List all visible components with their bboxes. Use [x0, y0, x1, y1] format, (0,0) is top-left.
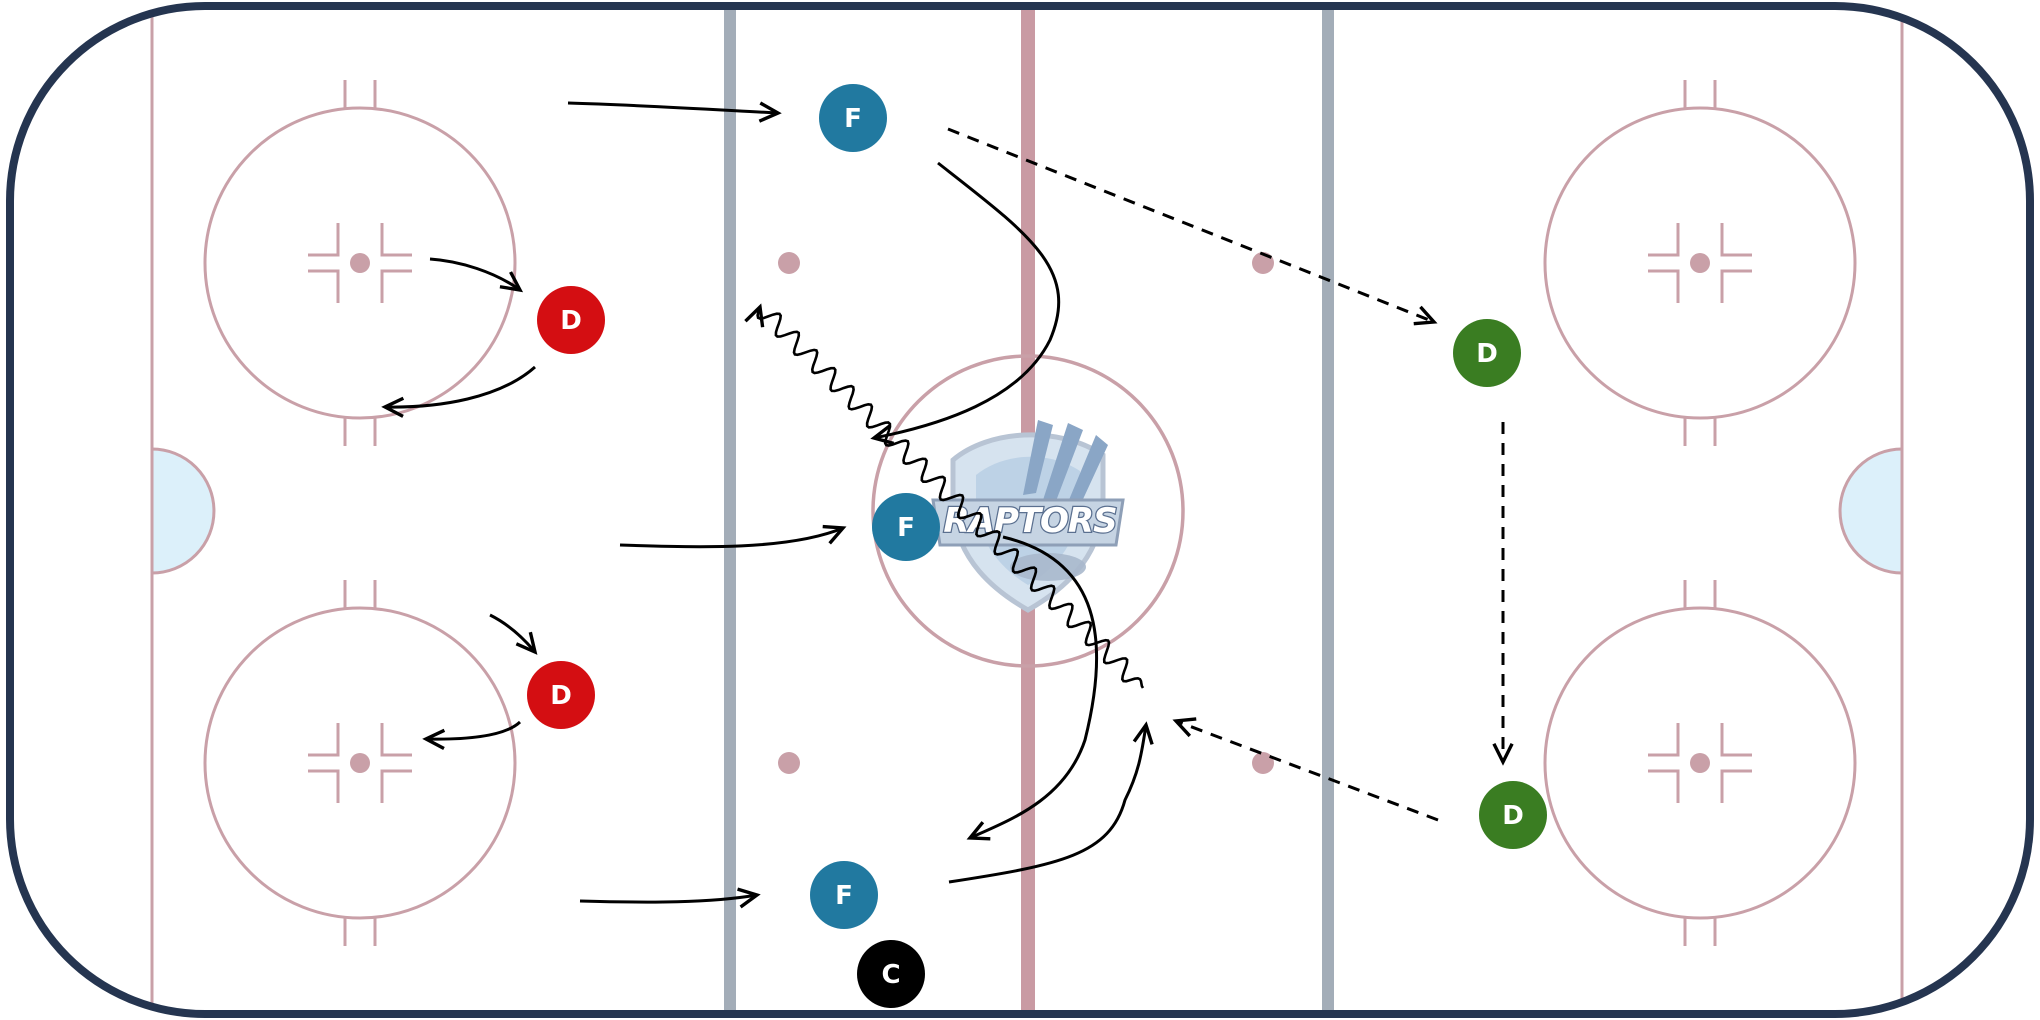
player-token	[872, 493, 940, 561]
player-label: F	[897, 513, 915, 543]
player-label: F	[835, 881, 853, 911]
arrow-skate-forward-bottom	[579, 887, 761, 909]
player-label: D	[1476, 339, 1498, 369]
faceoff-circle-bottom-left	[203, 580, 517, 946]
arrow-skate-defense-top-out	[381, 365, 536, 418]
play-arrows	[381, 101, 1514, 909]
player-label: D	[1502, 801, 1524, 831]
center-faceoff-circle	[871, 354, 1185, 668]
faceoff-circle-top-left	[203, 80, 517, 446]
neutral-dot-bottom-right	[1252, 752, 1274, 774]
faceoff-circle-top-right	[1543, 80, 1857, 446]
faceoff-spot	[350, 253, 370, 273]
faceoff-spot	[1690, 253, 1710, 273]
faceoff-spot	[350, 753, 370, 773]
arrow-puck-carry-diagonal	[744, 303, 1145, 689]
player-defense-red-bottom: D	[527, 661, 595, 729]
logo-text: RAPTORS	[943, 501, 1116, 541]
faceoff-spot	[1690, 753, 1710, 773]
arrow-skate-forward-center-curl	[966, 535, 1099, 841]
arrow-skate-forward-top	[567, 101, 782, 123]
player-defense-red-top: D	[537, 286, 605, 354]
player-label: D	[560, 306, 582, 336]
arrow-pass-forward-top-to-defense	[947, 127, 1438, 326]
player-token	[819, 84, 887, 152]
player-token	[527, 661, 595, 729]
player-token	[1479, 781, 1547, 849]
arrow-skate-forward-top-curl	[870, 161, 1061, 446]
goal-crease-right	[1838, 447, 1904, 575]
player-forward-bottom: F	[810, 861, 878, 929]
arrow-skate-defense-top-in	[429, 257, 524, 293]
player-token	[810, 861, 878, 929]
player-token	[1453, 319, 1521, 387]
player-label: D	[550, 681, 572, 711]
player-token	[537, 286, 605, 354]
arrow-skate-forward-center	[619, 524, 847, 549]
rink-boards	[6, 2, 2034, 1018]
blue-line-left	[724, 6, 736, 1014]
neutral-dot-bottom-left	[778, 752, 800, 774]
neutral-dot-top-left	[778, 252, 800, 274]
blue-line-right	[1322, 6, 1334, 1014]
faceoff-circle-bottom-right	[1543, 580, 1857, 946]
player-label: F	[844, 104, 862, 134]
goal-crease-left	[150, 447, 216, 575]
player-label: C	[881, 960, 900, 990]
arrow-skate-defense-bottom-in	[489, 613, 538, 655]
zone-faceoff-circles	[203, 80, 1857, 946]
player-defense-green-bottom: D	[1479, 781, 1547, 849]
rink-markings	[150, 6, 1904, 1014]
arrow-pass-defense-to-slot	[1172, 717, 1439, 822]
player-defense-green-top: D	[1453, 319, 1521, 387]
player-forward-top: F	[819, 84, 887, 152]
players-layer: F F F D D D D C	[527, 84, 1547, 1008]
player-token	[857, 940, 925, 1008]
arrow-skate-forward-bottom-curl	[948, 721, 1154, 884]
arrow-skate-defense-bottom-out	[422, 720, 522, 751]
player-forward-center: F	[872, 493, 940, 561]
player-coach: C	[857, 940, 925, 1008]
